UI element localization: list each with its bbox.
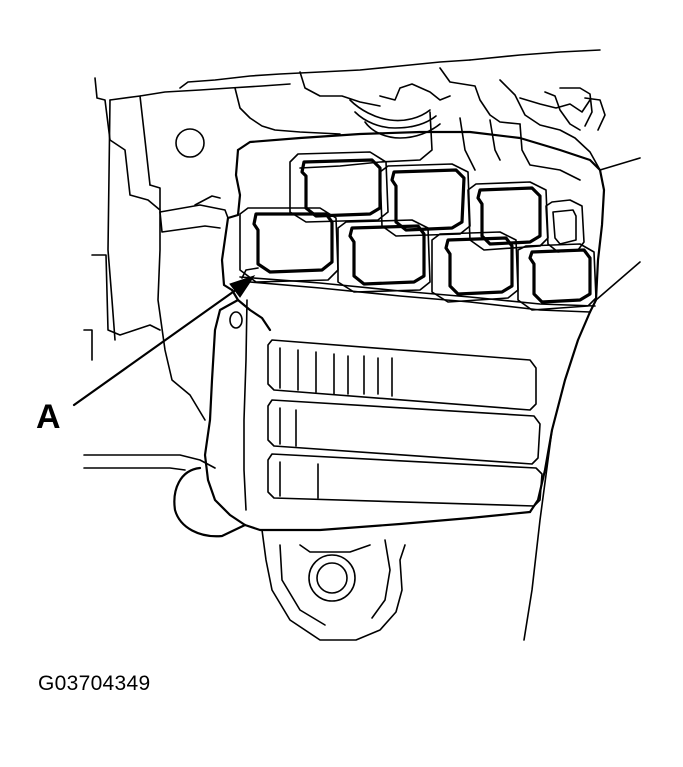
lower-bracket [173,466,406,641]
wiring-harness [179,49,606,181]
callout-arrow-a [72,275,256,407]
arrow-head [229,275,256,298]
relay-row-lower [239,207,597,311]
dashboard-outline [83,77,291,471]
mounting-hole-lower [308,554,356,602]
callout-label-a: A [36,398,61,436]
figure-id: G03704349 [38,672,151,695]
fuse-rows [267,339,543,507]
mounting-hole-upper [175,128,205,158]
housing-hole [229,311,243,329]
